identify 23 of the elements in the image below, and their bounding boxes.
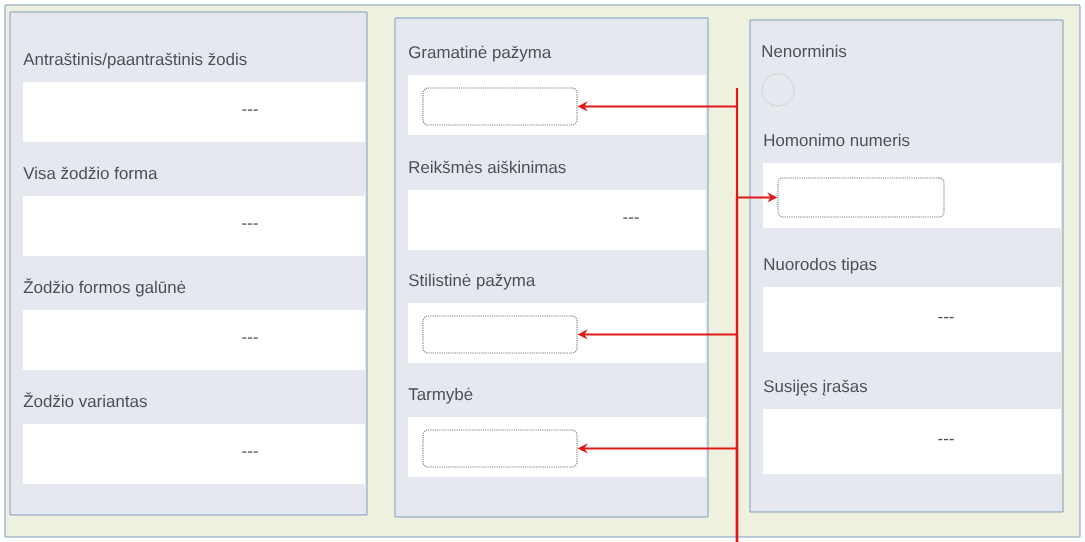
node-label: Nuorodos tipas: [764, 257, 877, 274]
input-field: [422, 429, 578, 468]
node-label: Susijęs įrašas: [763, 379, 868, 396]
form-field: Susijęs įrašas ---: [763, 379, 1061, 474]
field-label: Nenorminis: [762, 44, 847, 58]
node-label: Visa žodžio forma: [23, 166, 158, 180]
node-label: Reikšmės aiškinimas: [409, 160, 566, 174]
form-field: Nuorodos tipas ---: [763, 257, 1061, 352]
input-field: [422, 87, 578, 126]
node-label: Homonimo numeris: [764, 133, 910, 147]
input-field: [422, 315, 578, 354]
node-label: Gramatinė pažyma: [409, 45, 552, 62]
node-label: Stilistinė pažyma: [408, 273, 536, 290]
form-field: Visa žodžio forma ---: [23, 166, 365, 256]
node-label: Žodžio formos galūnė: [23, 278, 186, 297]
node-label: Antraštinis/paantraštinis žodis: [23, 52, 247, 69]
form-field: Reikšmės aiškinimas ---: [408, 160, 706, 250]
form-field: Antraštinis/paantraštinis žodis ---: [23, 52, 365, 142]
node-label: Žodžio variantas: [23, 392, 147, 408]
node-label: Tarmybė: [408, 387, 473, 404]
form-field: Žodžio variantas ---: [23, 392, 365, 484]
form-field: Žodžio formos galūnė ---: [23, 278, 365, 370]
input-field: [777, 177, 945, 218]
